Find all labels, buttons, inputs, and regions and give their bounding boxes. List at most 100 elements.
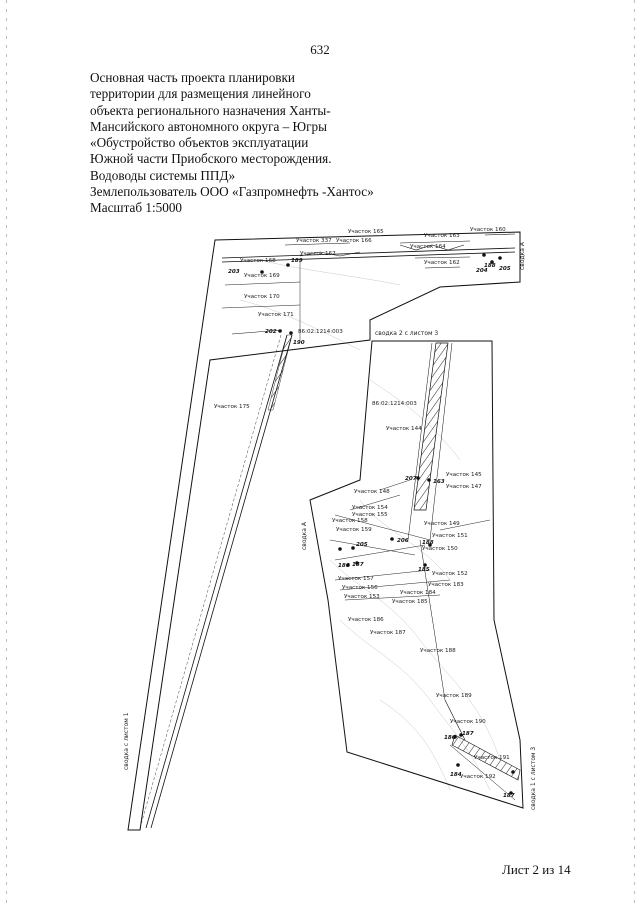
plot-label: Участок 188 xyxy=(420,648,456,654)
survey-point-dot xyxy=(260,270,264,274)
survey-point-dot xyxy=(511,770,515,774)
survey-point-dot xyxy=(459,733,463,737)
plot-label: Участок 147 xyxy=(446,484,482,490)
plot-label: Участок 168 xyxy=(240,258,276,264)
heading-line: Землепользователь ООО «Газпромнефть -Хан… xyxy=(90,184,374,200)
survey-point-dot xyxy=(453,735,457,739)
plot-label: Участок 148 xyxy=(354,489,390,495)
plot-label: Участок 155 xyxy=(352,512,388,518)
heading-line: Южной части Приобского месторождения. xyxy=(90,151,332,167)
point-label: 187 xyxy=(503,793,515,799)
survey-point-dot xyxy=(416,476,420,480)
plot-label: Участок 158 xyxy=(332,518,368,524)
survey-point-dot xyxy=(509,791,513,795)
survey-point-dot xyxy=(490,260,494,264)
plot-label: Участок 152 xyxy=(432,571,468,577)
plot-labels: Участок 160 Участок 165 Участок 337 Учас… xyxy=(214,227,510,780)
scan-edge-left xyxy=(6,0,7,905)
point-label: 206 xyxy=(397,538,409,544)
point-label: 187 xyxy=(462,731,474,737)
plot-label: Участок 191 xyxy=(474,755,510,761)
survey-point-dot xyxy=(427,478,431,482)
plot-label: Участок 187 xyxy=(370,630,406,636)
junction-label-a-top: сводка А xyxy=(519,241,526,270)
heading-line: Мансийского автономного округа – Югры xyxy=(90,118,327,134)
point-label: 202 xyxy=(265,329,277,335)
plot-label: Участок 149 xyxy=(424,521,460,527)
plot-label: Участок 150 xyxy=(422,546,458,552)
page-number: 632 xyxy=(310,42,330,57)
plot-label: Участок 337 xyxy=(296,238,332,244)
plot-dividers-left xyxy=(221,262,301,340)
plot-label: Участок 162 xyxy=(424,260,460,266)
point-label: 205 xyxy=(356,542,368,548)
heading-line: Водоводы системы ППД» xyxy=(90,167,236,183)
parcel-outline-left xyxy=(127,231,521,831)
survey-point-dot xyxy=(351,546,355,550)
plot-label: Участок 159 xyxy=(336,527,372,533)
plot-label: Участок 154 xyxy=(352,505,388,511)
junction-label-sheet1-left: сводка с листом 1 xyxy=(123,712,130,770)
plot-label: Участок 184 xyxy=(400,590,436,596)
pipeline-corridor-right xyxy=(407,342,521,801)
point-label: 189 xyxy=(291,258,303,264)
cadastral-label: 86:02:1214:003 xyxy=(372,401,417,407)
plot-label: Участок 192 xyxy=(460,774,496,780)
survey-point-dot xyxy=(338,547,342,551)
survey-point-dot xyxy=(498,256,502,260)
point-label: 184 xyxy=(450,772,462,778)
point-label: 203 xyxy=(228,269,240,275)
point-label: 205 xyxy=(499,266,511,272)
point-label: 207 xyxy=(405,476,417,482)
junction-label-sheet3: сводка 2 с листом 3 xyxy=(375,330,438,337)
plot-label: Участок 151 xyxy=(432,533,468,539)
survey-point-dot xyxy=(456,763,460,767)
plot-label: Участок 157 xyxy=(338,576,374,582)
junction-label-sheet1-right: сводка 1 с листом 3 xyxy=(530,747,537,810)
point-label: 163 xyxy=(433,479,445,485)
heading-line: Основная часть проекта планировки xyxy=(90,70,295,85)
point-label: 188 xyxy=(484,263,496,269)
survey-point-dot xyxy=(355,561,359,565)
point-label: 185 xyxy=(418,567,430,573)
survey-point-dot xyxy=(428,543,432,547)
survey-points xyxy=(260,253,515,795)
plot-label: Участок 175 xyxy=(214,404,250,410)
plot-label: Участок 144 xyxy=(386,426,422,432)
survey-point-dot xyxy=(423,563,427,567)
plot-label: Участок 145 xyxy=(446,472,482,478)
plot-dividers-right xyxy=(329,479,491,601)
survey-point-dot xyxy=(278,329,282,333)
plot-label: Участок 166 xyxy=(336,238,372,244)
plot-label: Участок 164 xyxy=(410,244,446,250)
parcel-outline-right xyxy=(309,340,524,809)
junction-label-a-left: сводка А xyxy=(301,521,308,550)
point-label: 188 xyxy=(422,540,434,546)
heading-line: территории для размещения линейного xyxy=(90,86,311,102)
plot-label: Участок 170 xyxy=(244,294,280,300)
pipeline-corridor-left xyxy=(139,329,293,829)
plot-label: Участок 169 xyxy=(244,273,280,279)
top-corridor xyxy=(221,233,516,269)
plot-label: Участок 167 xyxy=(300,251,336,257)
plot-label: Участок 186 xyxy=(348,617,384,623)
survey-point-dot xyxy=(286,263,290,267)
heading-line: Масштаб 1:5000 xyxy=(90,200,183,216)
sheet-label: Лист 2 из 14 xyxy=(502,862,571,877)
plot-label: Участок 190 xyxy=(450,719,486,725)
survey-point-dot xyxy=(482,253,486,257)
plot-label: Участок 183 xyxy=(428,582,464,588)
point-labels: 203 189 204 205 188 202 190 207 163 206 … xyxy=(228,258,515,799)
plot-label: Участок 185 xyxy=(392,599,428,605)
point-label: 186 xyxy=(444,735,456,741)
plot-label: Участок 189 xyxy=(436,693,472,699)
document-heading: Основная часть проекта планировки террит… xyxy=(90,70,380,217)
point-label: 187 xyxy=(352,562,364,568)
plot-label: Участок 156 xyxy=(342,585,378,591)
plot-label: Участок 160 xyxy=(470,227,506,233)
plot-label: Участок 163 xyxy=(424,233,460,239)
plot-label: Участок 171 xyxy=(258,312,294,318)
plot-label: Участок 165 xyxy=(348,229,384,235)
scan-edge-right xyxy=(634,0,635,905)
